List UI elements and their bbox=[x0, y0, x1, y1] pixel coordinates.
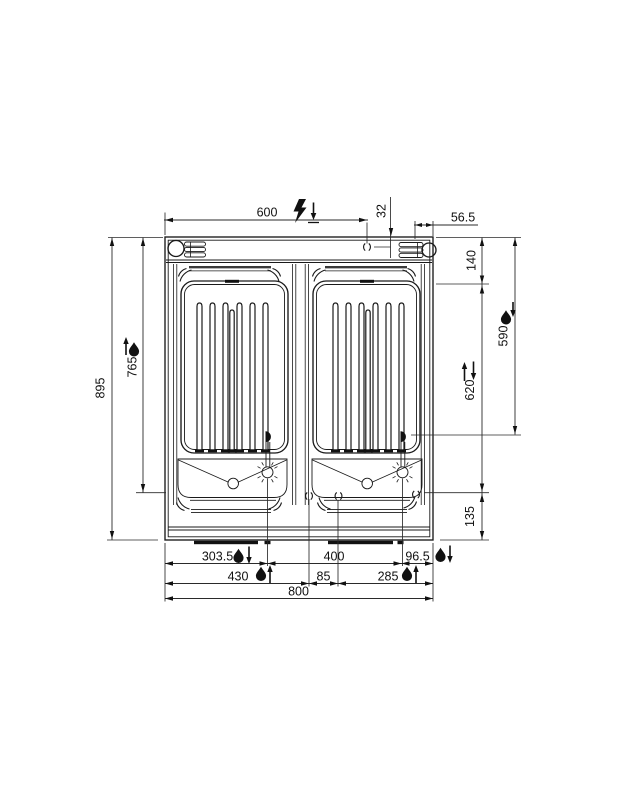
water-drop-icon bbox=[401, 566, 413, 581]
dim-front-row2-right: 285 bbox=[378, 570, 399, 584]
left-well bbox=[180, 279, 289, 454]
extension-lines bbox=[107, 212, 521, 602]
right-knob bbox=[421, 242, 437, 258]
water-drop-icon bbox=[128, 342, 140, 357]
dim-total-depth: 895 bbox=[94, 378, 108, 399]
right-vent-grille-icon bbox=[398, 242, 424, 258]
left-vent-grille-icon bbox=[184, 241, 206, 258]
electrical-knockout bbox=[363, 242, 391, 252]
left-foot bbox=[194, 540, 258, 545]
right-drawer bbox=[311, 458, 423, 514]
dim-well-depth: 620 bbox=[463, 380, 477, 401]
arrow-down-icon bbox=[246, 546, 252, 564]
arrow-down-icon bbox=[447, 545, 453, 563]
left-knob bbox=[167, 239, 185, 258]
water-drop-icon bbox=[435, 547, 446, 562]
connection-symbols bbox=[123, 199, 516, 583]
left-drain-icon bbox=[265, 431, 271, 443]
right-well bbox=[312, 279, 421, 454]
dimension-labels: 600 32 56.5 140 590 620 135 765 895 303.… bbox=[94, 204, 511, 598]
dim-back-width: 600 bbox=[257, 206, 278, 220]
right-element-bases bbox=[331, 449, 406, 453]
right-drawer-knob bbox=[361, 477, 373, 490]
dim-left-inner-depth: 765 bbox=[126, 357, 140, 378]
front-band bbox=[168, 526, 430, 545]
lightning-bolt-icon bbox=[293, 199, 307, 223]
dim-back-band-depth: 140 bbox=[465, 250, 479, 271]
left-drawer bbox=[177, 458, 288, 514]
left-drawer-knob bbox=[227, 477, 239, 490]
bottom-knockouts bbox=[305, 490, 420, 501]
dim-front-row1-center: 400 bbox=[324, 550, 345, 564]
dim-right-corner: 56.5 bbox=[451, 211, 475, 225]
arrow-up-icon bbox=[413, 565, 419, 583]
right-heating-elements bbox=[332, 302, 405, 450]
water-drop-icon bbox=[233, 548, 244, 563]
right-drain-icon bbox=[400, 431, 406, 443]
dim-front-band-depth: 135 bbox=[463, 506, 477, 527]
interior-walls bbox=[173, 264, 425, 505]
dim-drain-depth: 590 bbox=[497, 326, 511, 347]
water-drop-icon bbox=[500, 310, 512, 325]
dim-front-row2-left: 430 bbox=[228, 570, 249, 584]
left-element-bases bbox=[195, 449, 270, 453]
water-drop-icon bbox=[255, 566, 267, 581]
arrow-down-icon bbox=[510, 302, 516, 317]
dimension-arrowheads bbox=[109, 217, 518, 601]
arrow-up-icon bbox=[461, 362, 468, 381]
left-heating-elements bbox=[196, 302, 269, 450]
dim-front-row1-left: 303.5 bbox=[202, 550, 233, 564]
arrow-down-bar-icon bbox=[308, 202, 319, 224]
arrow-down-icon bbox=[470, 361, 477, 380]
arrow-up-icon bbox=[267, 565, 273, 583]
left-drain-valve bbox=[257, 442, 278, 483]
dim-total-width: 800 bbox=[288, 585, 309, 599]
right-drain-valve bbox=[392, 442, 413, 483]
arrow-up-icon bbox=[123, 337, 129, 355]
appliance-outline bbox=[164, 236, 434, 541]
back-ledges bbox=[189, 266, 407, 272]
top-band bbox=[167, 197, 437, 258]
dim-front-row1-right: 96.5 bbox=[405, 550, 429, 564]
dim-electrical-offset: 32 bbox=[375, 204, 389, 218]
right-foot bbox=[328, 540, 393, 545]
dim-front-row2-center: 85 bbox=[317, 570, 331, 584]
